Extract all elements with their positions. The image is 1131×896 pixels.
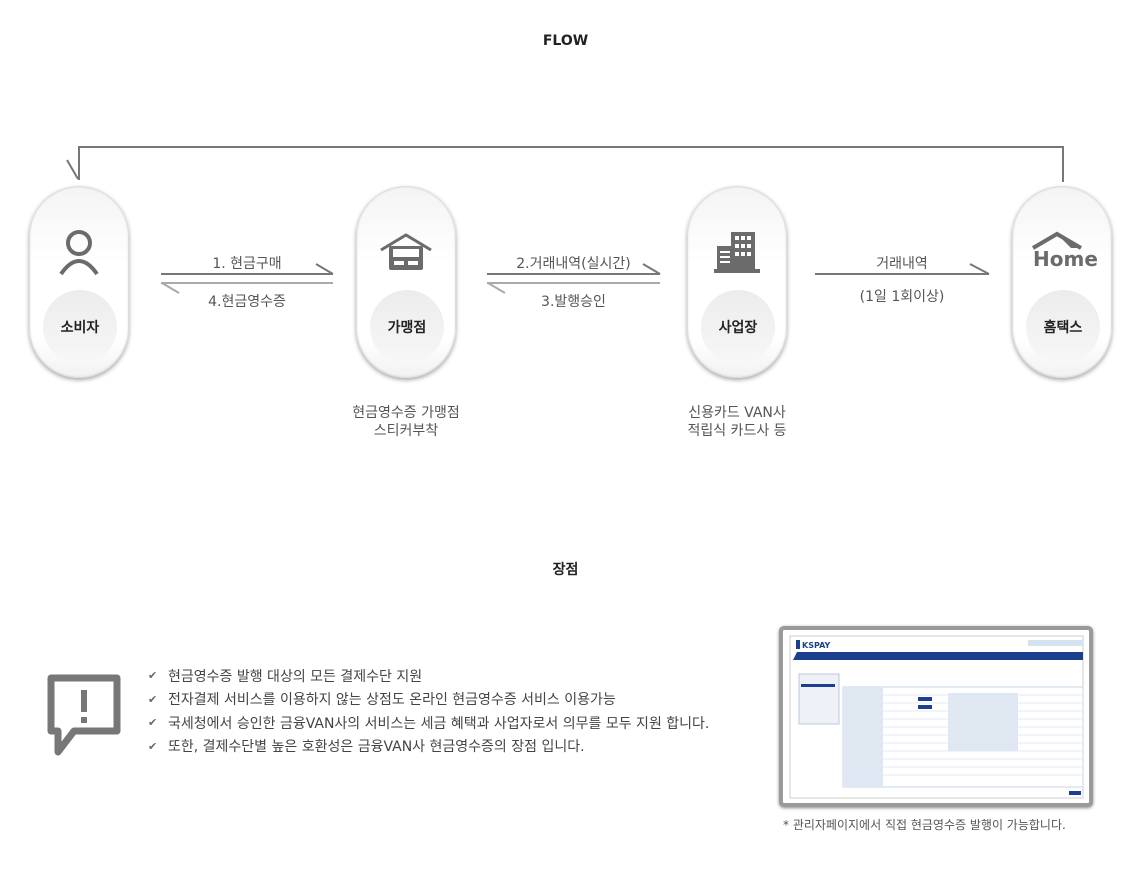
item-text: 현금영수증 발행 대상의 모든 결제수단 지원	[168, 668, 423, 685]
store-icon	[357, 227, 455, 277]
desc-line: 적립식 카드사 등	[687, 423, 787, 439]
node-store: 가맹점	[356, 186, 456, 378]
desc-line: 현금영수증 가맹점	[352, 405, 460, 421]
person-icon	[30, 227, 128, 277]
node-label: 가맹점	[370, 290, 444, 364]
return-line	[78, 146, 1064, 182]
desc-line: 스티커부착	[373, 423, 439, 439]
node-business: 사업장	[687, 186, 787, 378]
item-text: 전자결제 서비스를 이용하지 않는 상점도 온라인 현금영수증 서비스 이용가능	[168, 692, 616, 709]
hometax-icon: Home	[1013, 227, 1111, 277]
hometax-logo-text: Home	[1033, 247, 1097, 271]
screenshot-caption: * 관리자페이지에서 직접 현금영수증 발행이 가능합니다.	[783, 818, 1066, 832]
list-item: ✔ 현금영수증 발행 대상의 모든 결제수단 지원	[148, 664, 709, 688]
arrow-label-5: 거래내역	[876, 256, 928, 272]
exclamation-bubble-icon	[47, 674, 121, 756]
admin-page-screenshot: KSPAY	[779, 626, 1093, 807]
item-text: 또한, 결제수단별 높은 호환성은 금융VAN사 현금영수증의 장점 입니다.	[168, 739, 585, 756]
item-text: 국세청에서 승인한 금융VAN사의 서비스는 세금 혜택과 사업자로서 의무를 …	[168, 715, 710, 732]
kspay-logo: KSPAY	[802, 641, 831, 650]
desc-line: 신용카드 VAN사	[688, 405, 786, 421]
check-icon: ✔	[148, 669, 158, 683]
list-item: ✔ 또한, 결제수단별 높은 호환성은 금융VAN사 현금영수증의 장점 입니다.	[148, 735, 709, 759]
flow-connectors	[66, 146, 1064, 294]
benefits-title: 장점	[552, 562, 579, 578]
node-label: 홈택스	[1026, 290, 1100, 364]
flow-title: FLOW	[542, 33, 589, 49]
arrow-label-4: 4.현금영수증	[208, 294, 286, 310]
check-icon: ✔	[148, 692, 158, 706]
list-item: ✔ 전자결제 서비스를 이용하지 않는 상점도 온라인 현금영수증 서비스 이용가…	[148, 688, 709, 712]
node-consumer: 소비자	[29, 186, 129, 378]
node-label: 소비자	[43, 290, 117, 364]
arrow-label-3: 3.발행승인	[541, 294, 606, 310]
node-hometax: Home 홈택스	[1012, 186, 1112, 378]
list-item: ✔ 국세청에서 승인한 금융VAN사의 서비스는 세금 혜택과 사업자로서 의무를…	[148, 711, 709, 735]
benefits-list: ✔ 현금영수증 발행 대상의 모든 결제수단 지원 ✔ 전자결제 서비스를 이용하지…	[148, 664, 709, 758]
arrow-label-1: 1. 현금구매	[212, 256, 282, 272]
arrow-label-5-sub: (1일 1회이상)	[859, 289, 945, 305]
building-icon	[688, 227, 786, 277]
check-icon: ✔	[148, 716, 158, 730]
check-icon: ✔	[148, 739, 158, 753]
arrow-label-2: 2.거래내역(실시간)	[516, 256, 631, 272]
node-label: 사업장	[701, 290, 775, 364]
